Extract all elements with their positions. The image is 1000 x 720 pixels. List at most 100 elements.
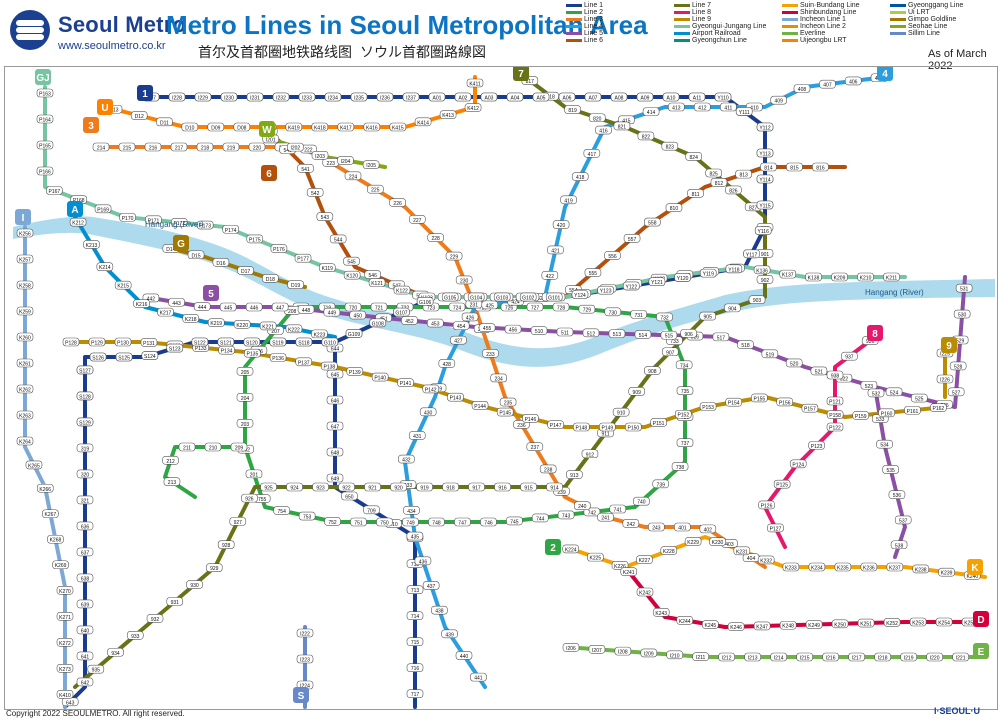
station-marker[interactable]: [170, 142, 188, 152]
station[interactable]: K413: [439, 110, 457, 120]
station[interactable]: P167: [46, 186, 63, 196]
station-marker[interactable]: [541, 271, 559, 280]
station-marker[interactable]: [273, 506, 290, 515]
station[interactable]: Y116: [754, 226, 772, 236]
station-marker[interactable]: [748, 295, 766, 304]
station[interactable]: G107: [393, 307, 410, 317]
station[interactable]: I203: [311, 151, 329, 160]
station[interactable]: P135: [244, 348, 261, 358]
station[interactable]: I202: [287, 142, 304, 152]
line-badge[interactable]: I: [15, 209, 31, 225]
station-marker[interactable]: [455, 651, 473, 660]
station-marker[interactable]: [776, 397, 793, 407]
station[interactable]: 225: [367, 184, 384, 194]
station-marker[interactable]: [343, 256, 360, 266]
station[interactable]: K268: [47, 534, 64, 544]
station-marker[interactable]: [583, 149, 601, 158]
station[interactable]: P162: [930, 403, 947, 413]
station[interactable]: 713: [406, 585, 424, 595]
station[interactable]: D10: [181, 122, 199, 132]
station[interactable]: 557: [623, 234, 641, 243]
station-marker[interactable]: [196, 220, 214, 230]
station-marker[interactable]: [428, 517, 445, 527]
station-marker[interactable]: [599, 422, 616, 432]
station[interactable]: 819: [564, 105, 581, 115]
station-marker[interactable]: [885, 387, 903, 397]
station[interactable]: 411: [720, 102, 737, 112]
station-marker[interactable]: [705, 168, 722, 178]
line-badge[interactable]: 1: [137, 85, 153, 101]
station[interactable]: 524: [885, 387, 903, 397]
station-marker[interactable]: [674, 409, 692, 419]
station[interactable]: K244: [676, 615, 693, 625]
station[interactable]: Y117: [743, 249, 760, 259]
station[interactable]: 534: [876, 439, 893, 449]
station-marker[interactable]: [480, 517, 497, 527]
station[interactable]: G108: [369, 318, 387, 328]
station-marker[interactable]: [363, 505, 380, 515]
station[interactable]: 545: [343, 256, 360, 266]
station[interactable]: 418: [571, 172, 589, 182]
station[interactable]: K263: [16, 410, 34, 420]
station-marker[interactable]: [338, 482, 355, 492]
station[interactable]: 935: [87, 664, 105, 674]
station[interactable]: 639: [76, 599, 94, 609]
station[interactable]: Y111: [735, 107, 753, 116]
station[interactable]: G103: [493, 292, 511, 302]
station[interactable]: K210: [857, 272, 874, 282]
station[interactable]: 746: [480, 517, 497, 527]
station-marker[interactable]: [953, 309, 971, 319]
station[interactable]: Y118: [725, 264, 743, 274]
station-marker[interactable]: [422, 384, 440, 394]
station[interactable]: P123: [808, 441, 825, 450]
station-marker[interactable]: [140, 338, 158, 347]
station[interactable]: P139: [346, 367, 364, 376]
station[interactable]: K122: [393, 285, 411, 295]
station[interactable]: 825: [705, 168, 722, 178]
station-marker[interactable]: [710, 178, 728, 187]
station[interactable]: G110: [321, 337, 339, 347]
line-badge[interactable]: GJ: [35, 69, 51, 85]
station[interactable]: P149: [599, 422, 616, 432]
station-marker[interactable]: [414, 556, 432, 566]
station[interactable]: I230: [220, 92, 238, 102]
station[interactable]: 918: [442, 482, 459, 492]
station-marker[interactable]: [522, 414, 539, 423]
station[interactable]: 752: [324, 517, 341, 526]
station-marker[interactable]: [810, 366, 828, 376]
station[interactable]: K256: [16, 228, 34, 238]
station[interactable]: K416: [363, 122, 381, 132]
station[interactable]: 904: [724, 303, 741, 313]
station[interactable]: K228: [660, 546, 678, 556]
station-marker[interactable]: [668, 102, 685, 112]
station[interactable]: I216: [822, 652, 839, 662]
station[interactable]: D12: [130, 111, 148, 121]
station[interactable]: 641: [76, 651, 94, 661]
station-marker[interactable]: [470, 672, 487, 682]
station[interactable]: 810: [665, 203, 683, 213]
station-marker[interactable]: [648, 522, 665, 532]
station[interactable]: 716: [406, 663, 424, 673]
station[interactable]: 720: [344, 302, 362, 312]
station-marker[interactable]: [699, 524, 717, 534]
station[interactable]: P170: [119, 212, 136, 222]
station[interactable]: 902: [756, 275, 774, 284]
station[interactable]: 531: [955, 283, 973, 293]
station[interactable]: 543: [316, 212, 334, 222]
station[interactable]: P157: [801, 403, 819, 413]
station[interactable]: K215: [114, 280, 132, 290]
station[interactable]: 455: [478, 323, 496, 333]
station[interactable]: I231: [246, 92, 264, 102]
station[interactable]: K233: [782, 562, 800, 572]
station-marker[interactable]: [547, 420, 564, 429]
station[interactable]: S129: [76, 417, 94, 427]
station-marker[interactable]: [564, 105, 581, 114]
station[interactable]: P163: [36, 88, 54, 98]
station-marker[interactable]: [349, 310, 367, 320]
station-marker[interactable]: [628, 387, 646, 396]
station[interactable]: K224: [562, 544, 579, 554]
station[interactable]: I206: [562, 643, 580, 652]
station-marker[interactable]: [904, 405, 921, 415]
station[interactable]: 536: [888, 490, 906, 500]
station[interactable]: 434: [403, 506, 420, 515]
